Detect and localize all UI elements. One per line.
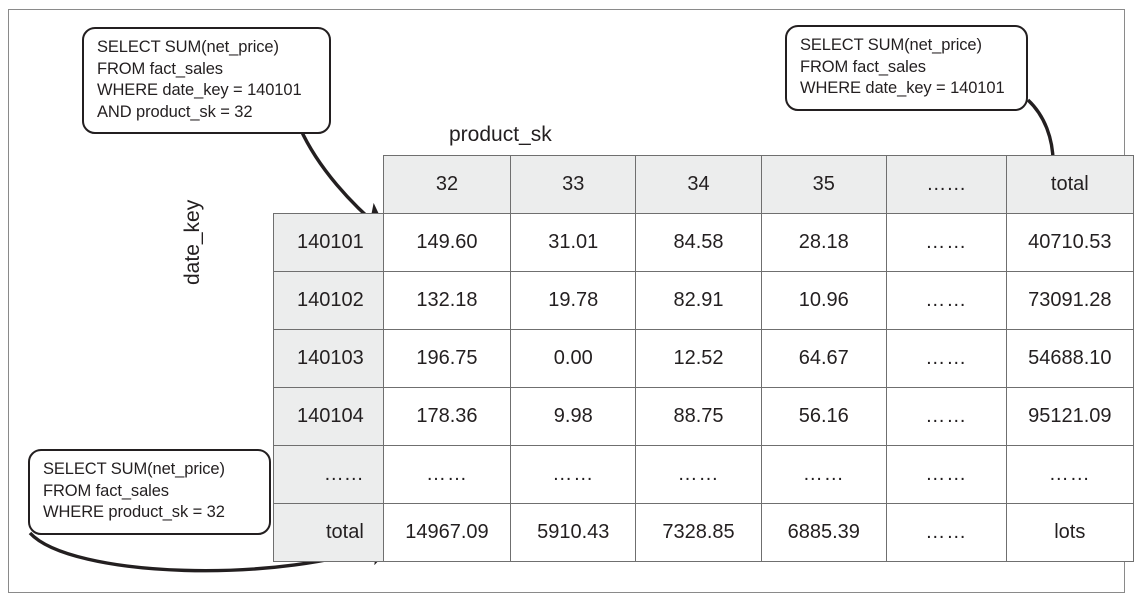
callout-line: FROM fact_sales (800, 57, 926, 76)
callout-line: WHERE date_key = 140101 (97, 81, 302, 99)
cell-ellipsis-35: …… (760, 445, 887, 504)
cell-ellipsis-32: …… (382, 445, 512, 504)
cell-140102-33: 19.78 (510, 271, 637, 330)
callout-row-total-query: SELECT SUM(net_price) FROM fact_sales WH… (785, 25, 1028, 111)
table-row: 140103 196.75 0.00 12.52 64.67 …… 54688.… (273, 329, 1134, 388)
column-header-32: 32 (382, 155, 512, 214)
pivot-table: 32 33 34 35 …… total 140101 149.60 31.01… (273, 155, 1134, 562)
cell-total-ellipsis: …… (885, 503, 1007, 562)
cell-140104-35: 56.16 (760, 387, 887, 446)
cell-140104-total: 95121.09 (1005, 387, 1134, 446)
cell-140102-ellipsis: …… (885, 271, 1007, 330)
callout-column-total-query: SELECT SUM(net_price) FROM fact_sales WH… (28, 449, 271, 535)
data-cube-table: 32 33 34 35 …… total 140101 149.60 31.01… (273, 155, 1134, 562)
callout-line: WHERE date_key = 140101 (800, 79, 1005, 97)
cell-140102-35: 10.96 (760, 271, 887, 330)
cell-140101-35: 28.18 (760, 213, 887, 272)
cell-140103-ellipsis: …… (885, 329, 1007, 388)
callout-line: FROM fact_sales (97, 59, 223, 78)
table-header-row: 32 33 34 35 …… total (274, 155, 1134, 214)
column-header-34: 34 (635, 155, 762, 214)
table-row: …… …… …… …… …… …… …… (273, 445, 1134, 504)
column-axis-label: product_sk (449, 123, 552, 146)
cell-140102-32: 132.18 (382, 271, 512, 330)
callout-line: SELECT SUM(net_price) (800, 36, 982, 54)
table-row: total 14967.09 5910.43 7328.85 6885.39 …… (273, 503, 1134, 562)
cell-total-grand: lots (1005, 503, 1134, 562)
row-label-total: total (273, 503, 384, 562)
cell-140101-34: 84.58 (635, 213, 762, 272)
cell-140103-total: 54688.10 (1005, 329, 1134, 388)
row-label-140101: 140101 (273, 213, 384, 272)
table-row: 140104 178.36 9.98 88.75 56.16 …… 95121.… (273, 387, 1134, 446)
cell-ellipsis-33: …… (510, 445, 637, 504)
table-corner-cell (274, 156, 384, 214)
table-row: 140102 132.18 19.78 82.91 10.96 …… 73091… (273, 271, 1134, 330)
cell-140103-32: 196.75 (382, 329, 512, 388)
cell-total-32: 14967.09 (382, 503, 512, 562)
column-header-35: 35 (760, 155, 887, 214)
cell-140101-ellipsis: …… (885, 213, 1007, 272)
cell-ellipsis-total: …… (1005, 445, 1134, 504)
table-row: 140101 149.60 31.01 84.58 28.18 …… 40710… (273, 213, 1134, 272)
column-header-ellipsis: …… (885, 155, 1007, 214)
row-label-140102: 140102 (273, 271, 384, 330)
cell-140104-33: 9.98 (510, 387, 637, 446)
cell-140103-33: 0.00 (510, 329, 637, 388)
callout-line: SELECT SUM(net_price) (97, 38, 279, 56)
cell-140101-32: 149.60 (382, 213, 512, 272)
cell-140104-32: 178.36 (382, 387, 512, 446)
cell-total-33: 5910.43 (510, 503, 637, 562)
row-label-ellipsis: …… (273, 445, 384, 504)
cell-140103-35: 64.67 (760, 329, 887, 388)
row-label-140103: 140103 (273, 329, 384, 388)
cell-total-34: 7328.85 (635, 503, 762, 562)
column-header-total: total (1005, 155, 1134, 214)
cell-140102-34: 82.91 (635, 271, 762, 330)
callout-line: WHERE product_sk = 32 (43, 503, 225, 521)
cell-ellipsis-ellipsis: …… (885, 445, 1007, 504)
cell-140101-total: 40710.53 (1005, 213, 1134, 272)
cell-140104-34: 88.75 (635, 387, 762, 446)
row-axis-label: date_key (181, 199, 204, 285)
row-label-140104: 140104 (273, 387, 384, 446)
callout-line: AND product_sk = 32 (97, 102, 253, 121)
cell-140103-34: 12.52 (635, 329, 762, 388)
cell-ellipsis-34: …… (635, 445, 762, 504)
cell-140101-33: 31.01 (510, 213, 637, 272)
cell-total-35: 6885.39 (760, 503, 887, 562)
callout-single-cell-query: SELECT SUM(net_price) FROM fact_sales WH… (82, 27, 331, 134)
callout-line: SELECT SUM(net_price) (43, 460, 225, 478)
callout-line: FROM fact_sales (43, 481, 169, 500)
cell-140104-ellipsis: …… (885, 387, 1007, 446)
cell-140102-total: 73091.28 (1005, 271, 1134, 330)
column-header-33: 33 (510, 155, 637, 214)
